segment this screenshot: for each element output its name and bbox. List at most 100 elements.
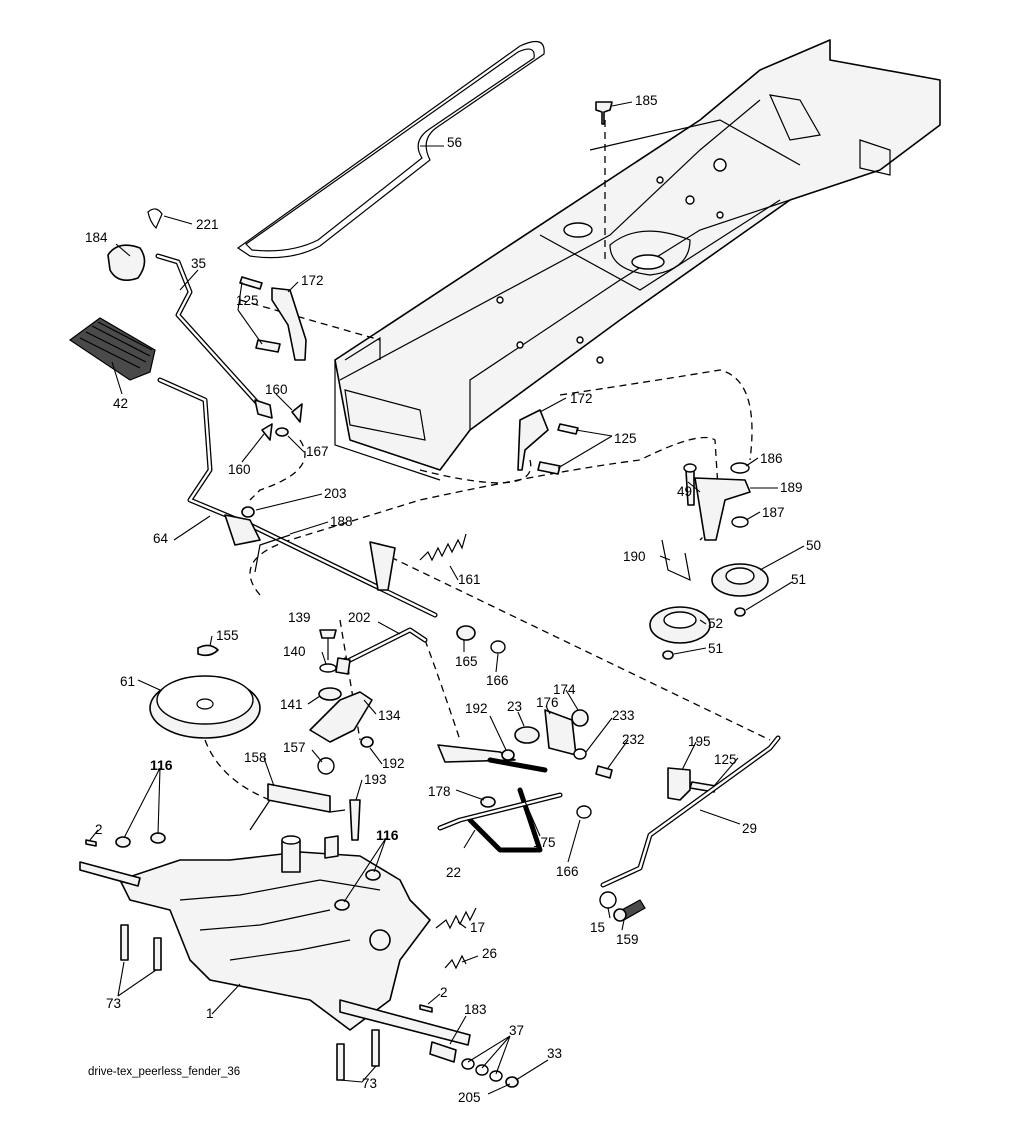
snap-ring-155 xyxy=(197,644,219,657)
callout-174: 174 xyxy=(553,682,576,697)
callout-205: 205 xyxy=(458,1090,481,1105)
callout-22: 22 xyxy=(446,865,461,880)
key-2b xyxy=(419,1004,433,1013)
knob-184 xyxy=(107,244,146,281)
bolts-125 xyxy=(239,276,717,793)
spring-26 xyxy=(444,954,467,970)
callout-2a: 2 xyxy=(95,822,103,837)
bolt-159 xyxy=(613,899,646,922)
callout-73a: 73 xyxy=(106,996,121,1011)
callout-139: 139 xyxy=(288,610,311,625)
callout-158: 158 xyxy=(244,750,267,765)
callout-175: 175 xyxy=(533,835,556,850)
callout-160a: 160 xyxy=(265,382,288,397)
callout-17: 17 xyxy=(470,920,485,935)
pulley-61 xyxy=(149,675,261,739)
brake-pedal-pad xyxy=(68,317,156,381)
callout-203: 203 xyxy=(324,486,347,501)
callout-188: 188 xyxy=(330,514,353,529)
callout-33: 33 xyxy=(547,1046,562,1061)
callout-42: 42 xyxy=(113,396,128,411)
callout-185: 185 xyxy=(635,93,658,108)
washers-37-205 xyxy=(461,1058,519,1088)
callout-52: 52 xyxy=(708,616,723,631)
pedal-shaft xyxy=(157,377,438,618)
clip-221 xyxy=(147,208,163,230)
drawing-id: drive-tex_peerless_fender_36 xyxy=(88,1066,241,1078)
bearing-23 xyxy=(514,726,540,744)
bracket-158 xyxy=(249,783,346,831)
callout-176: 176 xyxy=(536,695,559,710)
washer-166a xyxy=(490,640,506,654)
brake-rod xyxy=(155,253,273,419)
callout-125b: 125 xyxy=(614,431,637,446)
callout-157: 157 xyxy=(283,740,306,755)
bushing-203 xyxy=(241,506,255,518)
callout-23: 23 xyxy=(507,699,522,714)
callout-61: 61 xyxy=(120,674,135,689)
bolt-193 xyxy=(349,799,361,841)
callout-50: 50 xyxy=(806,538,821,553)
spacer-141 xyxy=(318,687,342,701)
bushing-174 xyxy=(571,709,589,727)
idler-assembly xyxy=(649,462,769,660)
callout-195: 195 xyxy=(688,734,711,749)
callouts: 56 185 221 184 35 172 125 42 160 167 160… xyxy=(85,93,821,1105)
callout-166a: 166 xyxy=(486,673,509,688)
callout-15: 15 xyxy=(590,920,605,935)
callout-178: 178 xyxy=(428,784,451,799)
washer-178 xyxy=(480,796,496,808)
callout-160b: 160 xyxy=(228,462,251,477)
nut-192b xyxy=(360,736,374,748)
link-188 xyxy=(254,534,291,573)
key-2a xyxy=(85,839,97,847)
callout-140: 140 xyxy=(283,644,306,659)
callout-186: 186 xyxy=(760,451,783,466)
clip-160b xyxy=(261,423,273,441)
callout-73b: 73 xyxy=(362,1076,377,1091)
lever-202 xyxy=(335,627,428,675)
callout-183: 183 xyxy=(464,1002,487,1017)
bolt-139 xyxy=(319,629,337,660)
spring-161 xyxy=(419,533,467,562)
frame-chassis xyxy=(334,39,941,481)
callout-29: 29 xyxy=(742,821,757,836)
callout-49: 49 xyxy=(677,484,692,499)
bracket-172b xyxy=(517,409,549,471)
callout-125a: 125 xyxy=(236,293,259,308)
callout-172b: 172 xyxy=(570,391,593,406)
callout-221: 221 xyxy=(196,217,219,232)
callout-190: 190 xyxy=(623,549,646,564)
callout-165: 165 xyxy=(455,654,478,669)
washer-15 xyxy=(599,891,617,909)
callout-159: 159 xyxy=(616,932,639,947)
callout-116b: 116 xyxy=(376,827,399,843)
callout-189: 189 xyxy=(780,480,803,495)
nuts-116 xyxy=(115,832,381,911)
callout-232: 232 xyxy=(622,732,645,747)
bracket-172a xyxy=(271,287,307,361)
callout-184: 184 xyxy=(85,230,108,245)
callout-51b: 51 xyxy=(708,641,723,656)
callout-134: 134 xyxy=(378,708,401,723)
callout-192b: 192 xyxy=(382,756,405,771)
washer-166b xyxy=(576,805,592,819)
callout-166b: 166 xyxy=(556,864,579,879)
leader-lines xyxy=(89,101,805,1095)
bracket-134 xyxy=(309,691,373,743)
callout-35: 35 xyxy=(191,256,206,271)
callout-233: 233 xyxy=(612,708,635,723)
nut-192a xyxy=(501,749,515,761)
washer-233 xyxy=(573,748,587,760)
bolt-232 xyxy=(595,765,613,779)
washer-140 xyxy=(319,663,337,673)
callout-2b: 2 xyxy=(440,985,448,1000)
callout-161: 161 xyxy=(458,572,481,587)
spacer-183 xyxy=(429,1041,457,1063)
transaxle xyxy=(79,835,471,1046)
bushing-167 xyxy=(275,427,289,437)
callout-125c: 125 xyxy=(714,752,737,767)
rod-29 xyxy=(600,735,781,888)
callout-193: 193 xyxy=(364,772,387,787)
